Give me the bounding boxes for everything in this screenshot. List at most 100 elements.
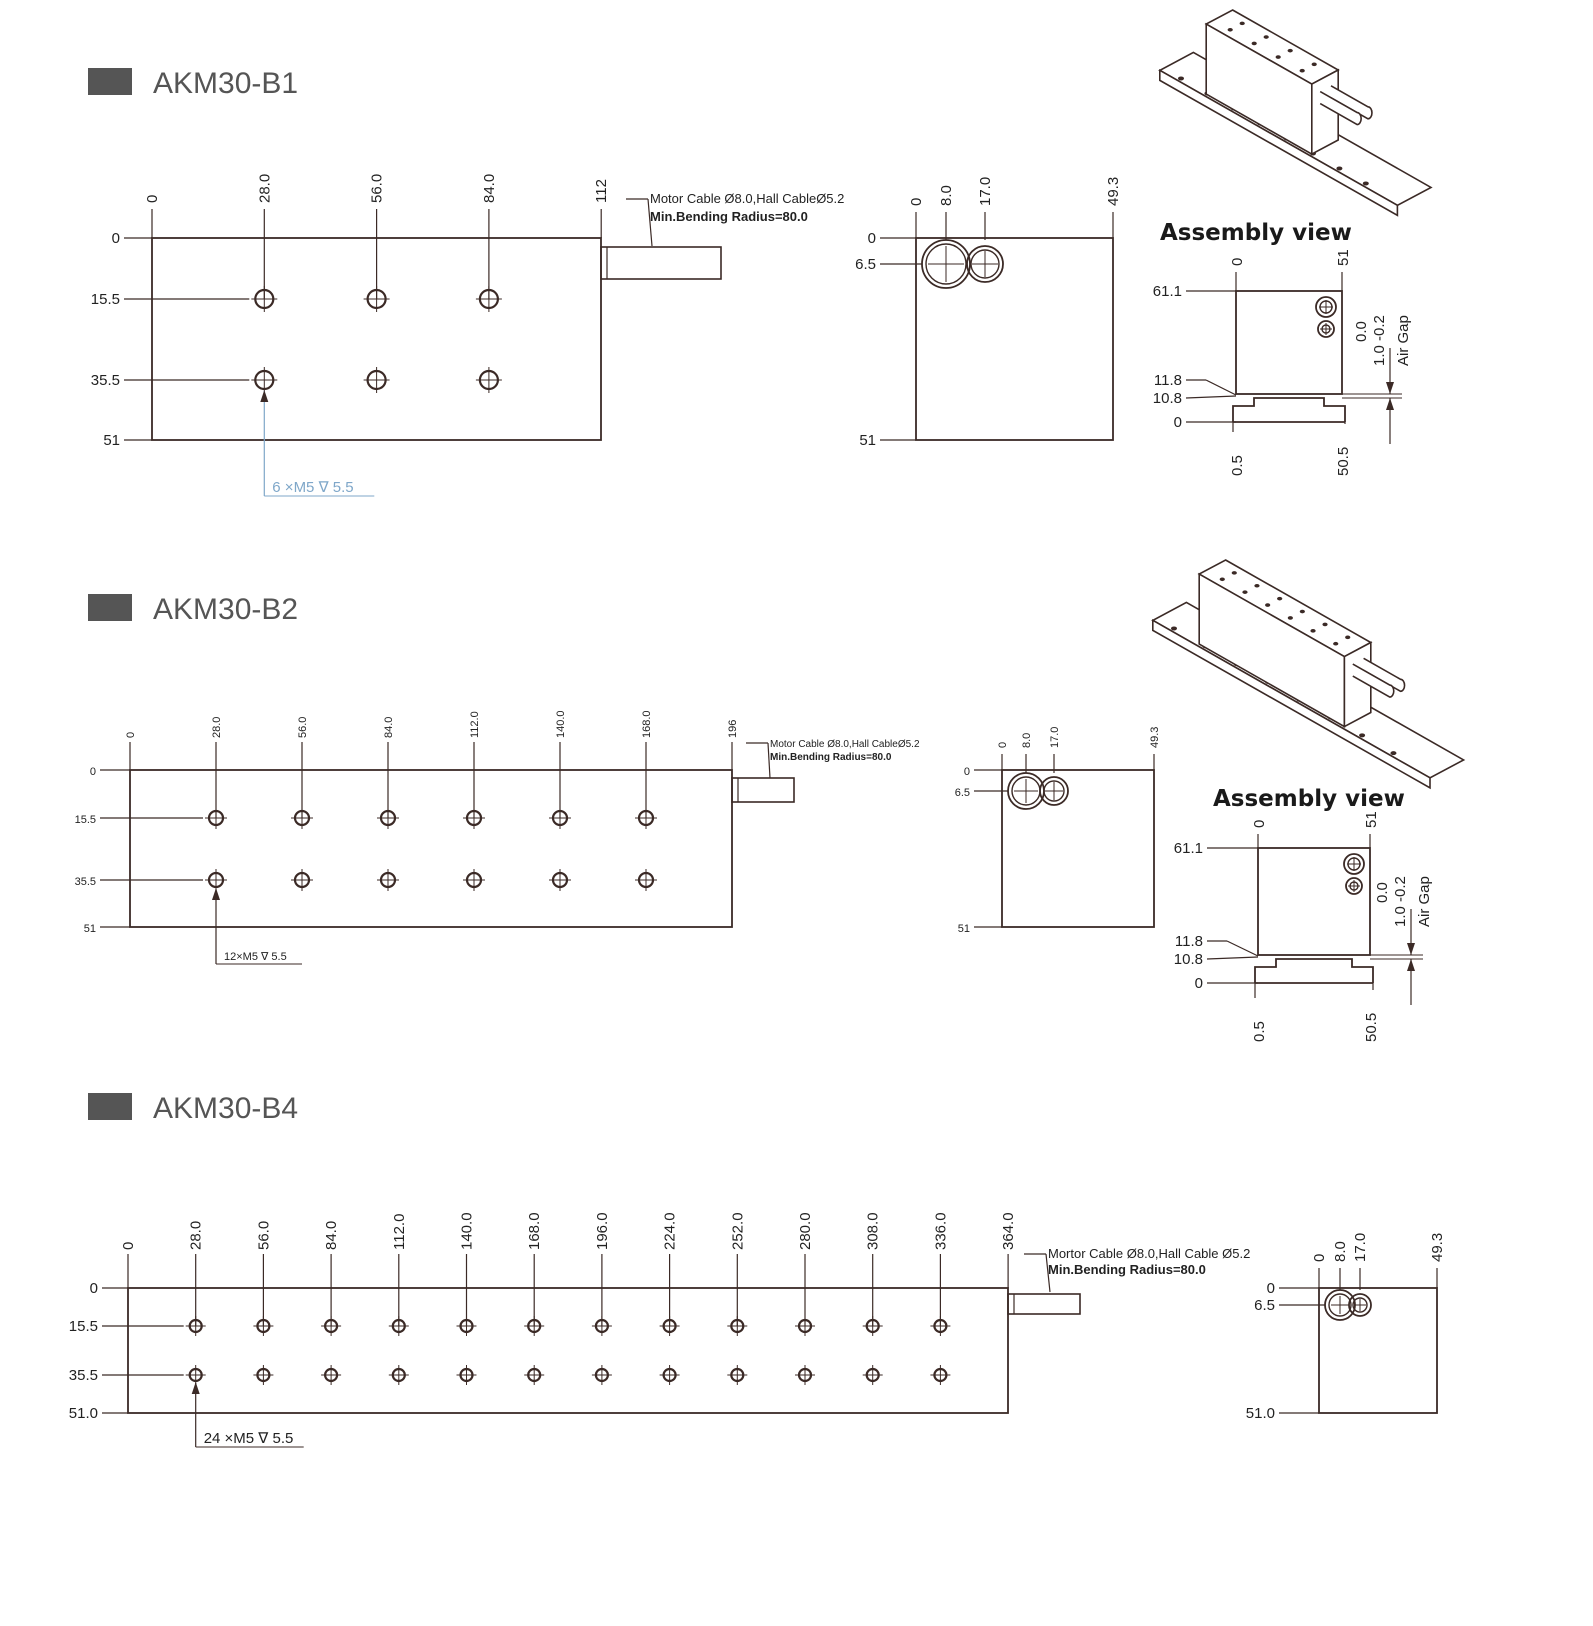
air-gap-arrow [1407, 959, 1415, 971]
assembly-left-label: 11.8 [1154, 372, 1182, 389]
x-dimension-label: 49.3 [1149, 727, 1161, 748]
y-dimension-label: 6.5 [855, 256, 876, 273]
bending-radius-note: Min.Bending Radius=80.0 [650, 209, 808, 224]
callout-arrowhead [191, 1382, 200, 1394]
hole-callout: 24 ×M5 ∇ 5.5 [204, 1430, 294, 1447]
leader-line [1226, 940, 1259, 957]
carriage-hole [1322, 622, 1328, 627]
section-header-b2: AKM30-B2 [88, 593, 298, 626]
assembly-left-label: 0 [1195, 975, 1203, 992]
motor-cable-circle [921, 239, 971, 289]
end-view-outline [1001, 769, 1155, 928]
cable-note-line: Mortor Cable Ø8.0,Hall Cable Ø5.2 [1048, 1246, 1250, 1261]
end-view-outline [915, 237, 1114, 441]
x-dimension-label: 308.0 [865, 1212, 882, 1250]
x-dimension-label: 0 [120, 1242, 137, 1250]
y-dimension-label: 0 [868, 230, 876, 247]
section-header-b1: AKM30-B1 [88, 67, 298, 100]
carriage-hole [1263, 35, 1269, 39]
motor-cable-stub [600, 246, 722, 280]
assembly-left-label: 11.8 [1175, 933, 1203, 950]
x-dimension-label: 196 [727, 720, 739, 738]
iso-cable [1363, 657, 1406, 693]
bending-radius-note: Min.Bending Radius=80.0 [770, 752, 892, 763]
note-leader [647, 198, 653, 247]
carriage-hole [1275, 55, 1281, 59]
x-dimension-label: 28.0 [188, 1221, 205, 1250]
x-dimension-label: 140.0 [555, 710, 567, 738]
x-dimension-label: 140.0 [459, 1212, 476, 1250]
assembly-hall-cable [1317, 320, 1335, 338]
y-dimension-label: 15.5 [75, 814, 96, 826]
air-gap-tolerance: 1.0 -0.2 [1392, 876, 1409, 927]
section-title: AKM30-B2 [153, 593, 298, 626]
x-dimension-label: 112 [593, 179, 610, 203]
y-dimension-label: 15.5 [69, 1318, 98, 1335]
carriage-body-outline [127, 1287, 1009, 1414]
carriage-hole [1287, 48, 1293, 53]
x-dimension-label: 17.0 [977, 177, 994, 206]
assembly-motor-cable [1315, 296, 1337, 318]
assembly-bottom-label: 50.5 [1335, 447, 1352, 476]
motor-cable-circle-inner [925, 243, 967, 285]
iso-cable [1319, 90, 1362, 126]
hall-cable-circle [966, 245, 1004, 283]
x-dimension-label: 56.0 [369, 174, 386, 203]
x-dimension-label: 336.0 [932, 1212, 949, 1250]
section-marker [88, 1093, 132, 1120]
assembly-left-label: 0 [1174, 414, 1182, 431]
y-dimension-label: 51 [859, 432, 876, 449]
x-dimension-label: 49.3 [1429, 1233, 1446, 1262]
carriage-body-outline [129, 769, 733, 928]
assembly-bottom-label: 0.5 [1229, 455, 1246, 476]
y-dimension-label: 51.0 [1246, 1405, 1275, 1422]
y-dimension-label: 51.0 [69, 1405, 98, 1422]
x-dimension-label: 0 [997, 742, 1009, 748]
carriage-hole [1345, 635, 1351, 640]
carriage-hole [1265, 603, 1271, 607]
motor-cable-circle-inner [1328, 1293, 1352, 1317]
bending-radius-note: Min.Bending Radius=80.0 [1048, 1262, 1206, 1277]
x-dimension-label: 112.0 [469, 711, 481, 738]
x-dimension-label: 364.0 [1000, 1212, 1017, 1250]
assembly-hall-cable [1345, 877, 1363, 895]
note-leader [1045, 1253, 1051, 1293]
carriage-hole [1333, 641, 1339, 646]
carriage-hole [1242, 590, 1248, 594]
assembly-view-title: Assembly view [1213, 786, 1405, 812]
leader-line [1205, 379, 1237, 396]
assembly-isometric-b1 [1158, 9, 1433, 217]
section-marker [88, 594, 132, 621]
assembly-motor-cable [1343, 853, 1365, 875]
assembly-left-label: 61.1 [1153, 283, 1182, 300]
carriage-hole [1277, 596, 1283, 601]
x-dimension-label: 0 [1311, 1254, 1328, 1262]
carriage-hole [1219, 577, 1225, 582]
assembly-isometric-b2 [1151, 559, 1466, 790]
callout-arrowhead [260, 390, 269, 402]
rail-screw [1336, 166, 1343, 171]
air-gap-nominal: 0.0 [1374, 882, 1391, 903]
x-dimension-label: 8.0 [1021, 733, 1033, 748]
iso-cable [1330, 85, 1373, 120]
y-dimension-label: 6.5 [1254, 1297, 1275, 1314]
y-dimension-label: 51 [958, 923, 970, 935]
rail-side [1152, 618, 1431, 790]
y-dimension-label: 0 [1267, 1280, 1275, 1297]
hall-cable-circle-inner [970, 249, 1000, 279]
y-dimension-label: 15.5 [91, 291, 120, 308]
y-dimension-label: 35.5 [91, 372, 120, 389]
air-gap-arrow [1407, 943, 1415, 955]
carriage-hole [1231, 571, 1237, 575]
hall-cable-circle-inner [1352, 1297, 1368, 1313]
y-dimension-label: 0 [112, 230, 120, 247]
x-dimension-label: 0 [125, 732, 137, 738]
cable-note-line: Motor Cable Ø8.0,Hall CableØ5.2 [650, 191, 844, 206]
hall-cable-circle [1039, 776, 1069, 806]
y-dimension-label: 6.5 [955, 787, 970, 799]
